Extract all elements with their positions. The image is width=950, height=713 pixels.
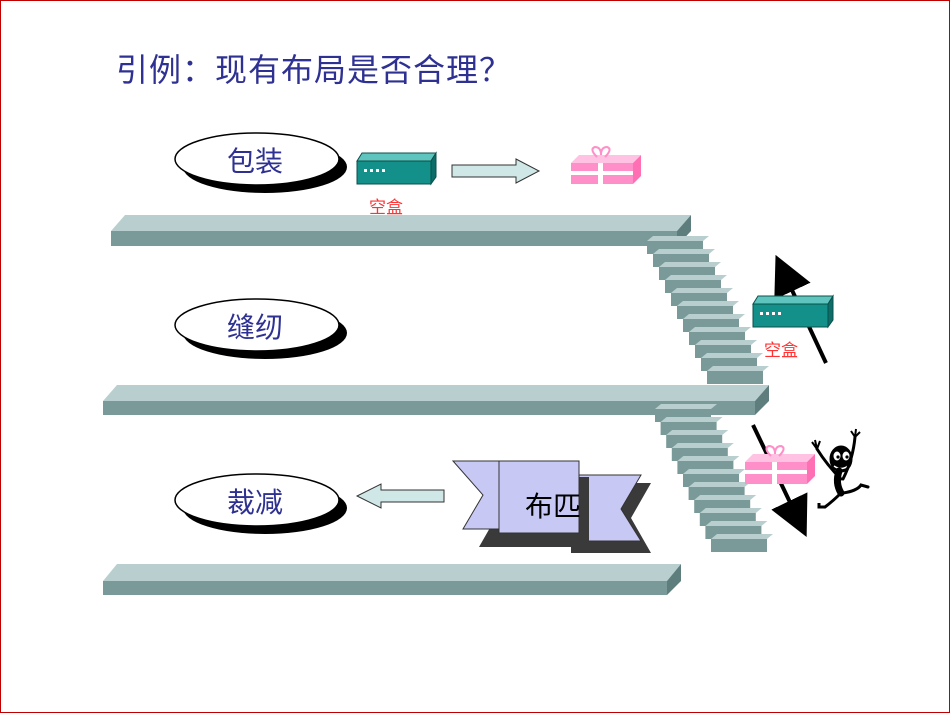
stair-step-top bbox=[688, 482, 751, 487]
gift-box-side-icon bbox=[745, 444, 815, 484]
stair-step-top bbox=[695, 340, 757, 345]
stair-step-top bbox=[677, 301, 739, 306]
stair-step-top bbox=[677, 456, 740, 461]
floor-middle bbox=[103, 385, 769, 415]
stair-step-top bbox=[707, 366, 769, 371]
oval-label-packing: 包装 bbox=[227, 145, 284, 178]
stair-step-front bbox=[711, 539, 767, 552]
gift-box-icon bbox=[571, 145, 641, 184]
staircase-lower bbox=[655, 404, 773, 552]
stickman-icon bbox=[811, 428, 870, 509]
oval-label-sewing: 缝纫 bbox=[227, 311, 284, 344]
floor-bottom bbox=[103, 564, 681, 595]
oval-label-cutting: 裁减 bbox=[227, 486, 284, 519]
cloth-banner bbox=[451, 460, 651, 553]
stair-step-top bbox=[683, 314, 745, 319]
stair-step-top bbox=[705, 521, 768, 526]
stair-step-top bbox=[666, 430, 729, 435]
stair-step-top bbox=[671, 443, 734, 448]
stair-step-top bbox=[683, 469, 745, 474]
oval-sewing bbox=[174, 298, 347, 359]
stair-step-top bbox=[665, 275, 727, 280]
stair-step-top bbox=[711, 534, 773, 539]
cloth-label: 布匹 bbox=[525, 490, 582, 523]
oval-packing bbox=[174, 132, 347, 193]
slide-title: 引例：现有布局是否合理？ bbox=[116, 51, 513, 89]
stair-step-top bbox=[653, 249, 715, 254]
equipment-box-icon bbox=[356, 151, 437, 186]
stair-step-top bbox=[655, 404, 717, 409]
stair-step-top bbox=[647, 236, 709, 241]
stair-step-top bbox=[701, 353, 763, 358]
arrow-left-icon bbox=[355, 483, 445, 509]
oval-cutting bbox=[174, 473, 347, 534]
stair-step-top bbox=[659, 262, 721, 267]
stair-step-top bbox=[689, 327, 751, 332]
box-label-top: 空盒 bbox=[369, 198, 403, 218]
floor-top bbox=[111, 215, 691, 246]
arrow-right-icon bbox=[451, 158, 541, 184]
stair-step-top bbox=[671, 288, 733, 293]
box-label-side: 空盒 bbox=[764, 341, 798, 361]
stair-step-top bbox=[694, 495, 757, 500]
equipment-box-side-icon bbox=[752, 294, 834, 329]
stair-step-front bbox=[707, 371, 763, 384]
staircase-upper bbox=[647, 236, 769, 384]
stair-step-top bbox=[660, 417, 723, 422]
stair-step-top bbox=[699, 508, 762, 513]
